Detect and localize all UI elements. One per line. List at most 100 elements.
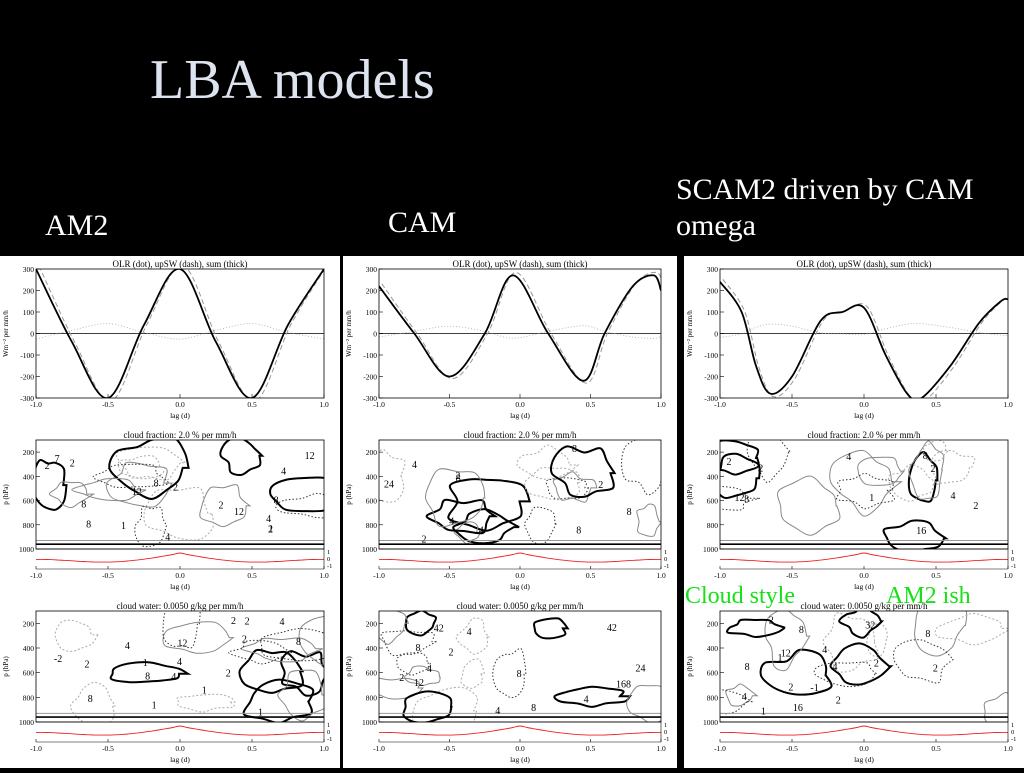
contour-line bbox=[134, 505, 168, 548]
right-tick-label: 1 bbox=[664, 549, 667, 556]
contour-line bbox=[908, 440, 945, 500]
contour-line bbox=[105, 461, 173, 508]
contour-line bbox=[746, 440, 792, 483]
contour-line bbox=[725, 683, 759, 707]
contour-label: 1 bbox=[777, 653, 782, 664]
x-tick-label: -0.5 bbox=[444, 744, 456, 753]
y-tick-label: -300 bbox=[363, 394, 377, 403]
y-tick-label: 1000 bbox=[19, 545, 34, 554]
contour-label: 4 bbox=[846, 452, 851, 463]
contour-label: 8 bbox=[415, 643, 420, 654]
contour-line bbox=[829, 449, 903, 517]
column-label-scam2: SCAM2 driven by CAM omega bbox=[676, 173, 974, 242]
y-tick-label: 1000 bbox=[19, 718, 34, 727]
chart-title: OLR (dot), upSW (dash), sum (thick) bbox=[452, 259, 587, 269]
contour-label: 4 bbox=[412, 460, 417, 471]
plot-frame bbox=[35, 439, 325, 550]
series-upsw-dashed bbox=[39, 269, 324, 398]
x-axis-label: lag (d) bbox=[854, 755, 874, 764]
contour-label: 8 bbox=[531, 703, 536, 714]
contour-line bbox=[882, 519, 950, 549]
contour-label: 8 bbox=[88, 694, 93, 705]
contour-line bbox=[54, 619, 99, 652]
contour-label: 4 bbox=[427, 664, 432, 675]
contour-label: 1 bbox=[143, 658, 148, 669]
y-tick-label: 800 bbox=[366, 521, 378, 530]
contour-label: 8 bbox=[627, 507, 632, 518]
charts-svg-am2: OLR (dot), upSW (dash), sum (thick)30020… bbox=[2, 259, 332, 764]
contour-label: 12 bbox=[305, 451, 315, 462]
strip-rain-line bbox=[35, 725, 324, 736]
series-olr-dotted bbox=[720, 322, 1008, 338]
contour-line bbox=[983, 692, 1008, 722]
series-olr-dotted bbox=[36, 323, 324, 340]
contour-line bbox=[260, 627, 324, 662]
contour-line bbox=[404, 611, 438, 637]
contour-label: 1 bbox=[258, 708, 263, 719]
charts-svg-scam2: OLR (dot), upSW (dash), sum (thick)30020… bbox=[686, 259, 1016, 764]
contour-line bbox=[726, 618, 786, 639]
contour-line bbox=[636, 503, 661, 537]
slide-title: LBA models bbox=[150, 49, 435, 111]
contour-group bbox=[379, 611, 661, 722]
contour-line bbox=[108, 440, 190, 500]
x-tick-label: 0.0 bbox=[175, 400, 185, 409]
contour-line bbox=[219, 440, 265, 477]
column-label-am2: AM2 bbox=[45, 209, 109, 242]
y-tick-label: 400 bbox=[707, 644, 719, 653]
y-tick-label: 400 bbox=[23, 472, 35, 481]
contour-line bbox=[379, 611, 410, 645]
contour-label: 4 bbox=[495, 706, 500, 717]
right-tick-label: -1 bbox=[1011, 563, 1016, 570]
y-tick-label: -300 bbox=[20, 394, 34, 403]
contour-label: 2 bbox=[930, 464, 935, 475]
contour-label: 8 bbox=[572, 444, 577, 455]
contour-label: 12 bbox=[735, 493, 745, 504]
contour-line bbox=[228, 639, 293, 665]
x-tick-label: -1.0 bbox=[373, 744, 385, 753]
contour-label: 12 bbox=[234, 507, 244, 518]
contour-line bbox=[71, 477, 147, 502]
contour-line bbox=[822, 612, 879, 673]
series-upsw-dashed bbox=[722, 279, 1008, 398]
chart-title: cloud water: 0.0050 g/kg per mm/h bbox=[457, 601, 584, 611]
contour-line bbox=[893, 639, 954, 684]
x-tick-label: -1.0 bbox=[30, 400, 42, 409]
x-tick-label: 0.0 bbox=[859, 400, 869, 409]
contour-label: 8 bbox=[576, 526, 581, 537]
contour-label: 4 bbox=[165, 532, 170, 543]
contour-label: 4 bbox=[177, 657, 182, 668]
contour-group bbox=[379, 440, 661, 545]
y-tick-label: 800 bbox=[23, 521, 35, 530]
y-tick-label: 200 bbox=[366, 287, 378, 296]
contour-label: 7 bbox=[55, 454, 60, 465]
annotation-am2-ish: AM2 ish bbox=[886, 583, 971, 609]
y-tick-label: 1000 bbox=[703, 718, 718, 727]
x-tick-label: 0.5 bbox=[586, 571, 596, 580]
contour-group bbox=[36, 440, 324, 548]
x-tick-label: 0.5 bbox=[931, 744, 941, 753]
contour-label: 8 bbox=[145, 671, 150, 682]
y-tick-label: 200 bbox=[23, 448, 35, 457]
contour-line bbox=[92, 463, 169, 489]
x-tick-label: 1.0 bbox=[319, 744, 329, 753]
contour-label: 2 bbox=[758, 463, 763, 474]
strip-rain-line bbox=[719, 725, 1008, 736]
contour-line bbox=[838, 611, 885, 639]
contour-line bbox=[380, 630, 439, 657]
x-axis-label: lag (d) bbox=[854, 582, 874, 591]
contour-line bbox=[516, 444, 580, 480]
contour-label: 12 bbox=[177, 639, 187, 650]
y-axis-label: p (hPa) bbox=[686, 484, 694, 505]
x-tick-label: 1.0 bbox=[319, 400, 329, 409]
contour-line bbox=[626, 684, 661, 722]
contour-label: 24 bbox=[384, 480, 394, 491]
contour-line bbox=[275, 492, 324, 519]
contour-label: 24 bbox=[636, 663, 646, 674]
y-tick-label: -200 bbox=[704, 373, 718, 382]
x-tick-label: 0.0 bbox=[859, 571, 869, 580]
contour-label: 1 bbox=[202, 686, 207, 697]
charts-svg-cam: OLR (dot), upSW (dash), sum (thick)30020… bbox=[345, 259, 669, 764]
